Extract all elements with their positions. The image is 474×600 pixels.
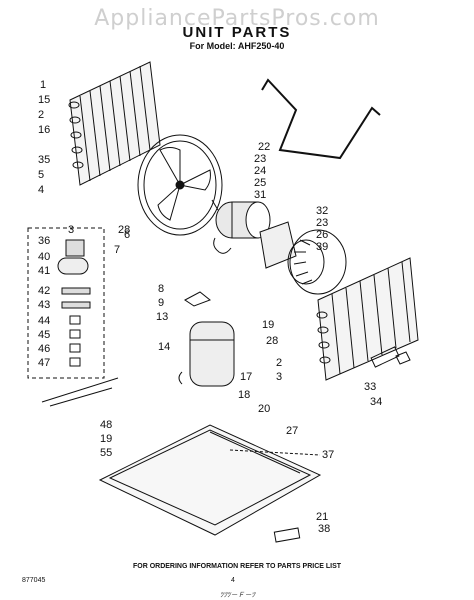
callout-1: 1 xyxy=(40,79,46,91)
callout-13: 13 xyxy=(156,311,168,323)
handwritten-note: ﾂﾂﾂ－Ｆ－ﾂ xyxy=(220,592,255,599)
callout-23: 23 xyxy=(254,153,266,165)
callout-7: 7 xyxy=(114,244,120,256)
evaporator-coil xyxy=(316,257,419,381)
blower-wheel xyxy=(287,229,347,295)
callout-19: 19 xyxy=(100,433,112,445)
callout-46: 46 xyxy=(38,343,50,355)
callout-25: 25 xyxy=(254,177,266,189)
callout-40: 40 xyxy=(38,251,50,263)
filter-part xyxy=(370,346,400,368)
condenser-coil xyxy=(68,61,161,186)
fan-motor xyxy=(211,199,271,254)
callout-6: 6 xyxy=(124,229,130,241)
callout-41: 41 xyxy=(38,265,50,277)
base-pan xyxy=(98,424,322,543)
page-title: UNIT PARTS xyxy=(182,24,292,41)
callout-44: 44 xyxy=(38,315,50,327)
callout-33: 33 xyxy=(364,381,376,393)
motor-bracket xyxy=(259,221,297,269)
ordering-footer: FOR ORDERING INFORMATION REFER TO PARTS … xyxy=(132,563,342,570)
electrical-components-group xyxy=(27,227,105,379)
callout-43: 43 xyxy=(38,299,50,311)
callout-14: 14 xyxy=(158,341,170,353)
callout-34: 34 xyxy=(370,396,382,408)
support-rod xyxy=(261,78,381,160)
compressor xyxy=(178,291,235,387)
callout-19: 19 xyxy=(262,319,274,331)
callout-15: 15 xyxy=(38,94,50,106)
callout-37: 37 xyxy=(322,449,334,461)
callout-38: 38 xyxy=(318,523,330,535)
callout-21: 21 xyxy=(316,511,328,523)
callout-22: 22 xyxy=(258,141,270,153)
callout-4: 4 xyxy=(38,184,44,196)
page-number: 4 xyxy=(231,577,235,584)
callout-8: 8 xyxy=(158,283,164,295)
callout-28: 28 xyxy=(118,224,130,236)
electrical-components xyxy=(57,239,91,367)
callout-31: 31 xyxy=(254,189,266,201)
callout-55: 55 xyxy=(100,447,112,459)
callout-5: 5 xyxy=(38,169,44,181)
callout-35: 35 xyxy=(38,154,50,166)
callout-3: 3 xyxy=(276,371,282,383)
document-code: 877045 xyxy=(22,577,46,584)
callout-48: 48 xyxy=(100,419,112,431)
fan-blade xyxy=(137,134,223,236)
callout-9: 9 xyxy=(158,297,164,309)
callout-2: 2 xyxy=(38,109,44,121)
callout-24: 24 xyxy=(254,165,266,177)
callout-17: 17 xyxy=(240,371,252,383)
callout-42: 42 xyxy=(38,285,50,297)
callout-26: 26 xyxy=(316,229,328,241)
callout-47: 47 xyxy=(38,357,50,369)
callout-39: 39 xyxy=(316,241,328,253)
callout-20: 20 xyxy=(258,403,270,415)
watermark: AppliancePartsPros.com xyxy=(94,6,380,31)
callout-27: 27 xyxy=(286,425,298,437)
clip-part xyxy=(395,351,411,365)
callout-45: 45 xyxy=(38,329,50,341)
model-subtitle: For Model: AHF250-40 xyxy=(189,41,285,51)
callout-2: 2 xyxy=(276,357,282,369)
callout-23: 23 xyxy=(316,217,328,229)
callout-18: 18 xyxy=(238,389,250,401)
callout-28: 28 xyxy=(266,335,278,347)
callout-3: 3 xyxy=(68,224,74,236)
callout-16: 16 xyxy=(38,124,50,136)
callout-32: 32 xyxy=(316,205,328,217)
callout-36: 36 xyxy=(38,235,50,247)
wire-harness xyxy=(41,377,119,407)
